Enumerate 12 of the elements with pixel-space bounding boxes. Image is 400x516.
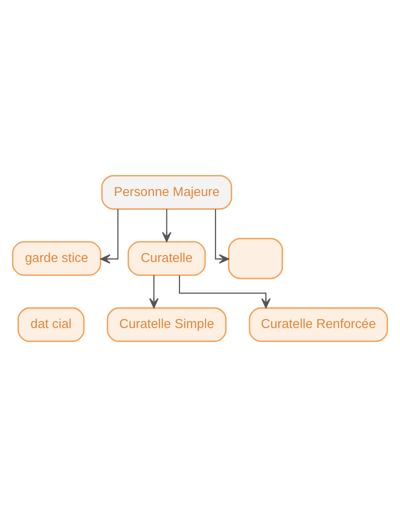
arrow <box>214 208 230 264</box>
arrow <box>162 208 172 242</box>
node-box: Curatelle Simple <box>106 306 227 342</box>
node-box <box>228 237 284 279</box>
arrow <box>178 274 271 308</box>
node-box: dat cial <box>18 306 85 342</box>
node-box: Curatelle <box>128 240 206 276</box>
node-box: Curatelle Renforcée <box>248 306 388 342</box>
arrow <box>149 274 159 308</box>
arrow <box>100 208 118 264</box>
node-box: Personne Majeure <box>101 174 232 210</box>
node-box: garde stice <box>12 240 102 276</box>
